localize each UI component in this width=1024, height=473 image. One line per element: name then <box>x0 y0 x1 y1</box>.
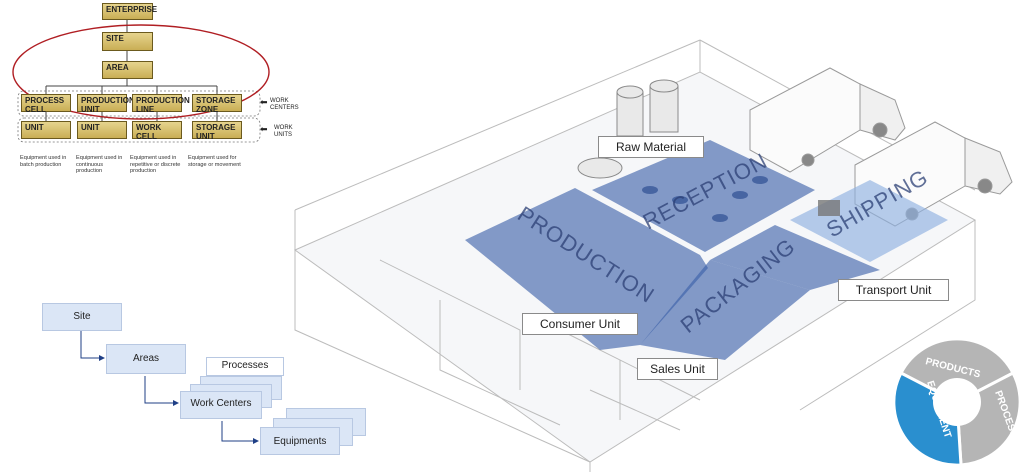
site-box: SITE <box>102 32 153 51</box>
description-storage: Equipment used for storage or movement <box>188 155 241 168</box>
flow-equipments-label: Equipments <box>273 436 327 447</box>
description-discrete: Equipment used in repetitive or discrete… <box>130 155 181 175</box>
zone-reception <box>592 140 815 252</box>
flow-site-label: Site <box>73 311 91 322</box>
hierarchy-connectors <box>12 20 270 143</box>
tanks <box>577 79 679 179</box>
callout-sales-unit: Sales Unit <box>637 358 718 380</box>
flow-work-centers-label: Work Centers <box>190 398 252 409</box>
flow-equipments-box <box>260 427 340 455</box>
production-unit-box: PRODUCTION UNIT <box>77 94 135 114</box>
flow-processes-label: Processes <box>221 360 269 371</box>
pillar-wheel: PRODUCTS PROCESSES EQUIPMENT <box>892 337 1024 467</box>
description-batch: Equipment used in batch production <box>20 155 67 168</box>
enterprise-box: ENTERPRISE <box>102 3 157 20</box>
area-box: AREA <box>102 61 153 79</box>
flow-site-box <box>42 303 122 331</box>
unit-box-1: UNIT <box>21 121 71 139</box>
flow-connectors <box>80 331 259 444</box>
work-units-arrow-icon: ⬅ <box>260 124 268 134</box>
zone-packaging <box>640 260 810 360</box>
flow-work-centers-box <box>180 391 262 419</box>
callout-raw-material: Raw Material <box>598 136 704 158</box>
zones <box>465 140 948 360</box>
work-cell-box: WORK CELL <box>132 121 182 141</box>
flow-areas-label: Areas <box>132 353 160 364</box>
storage-zone-box: STORAGE ZONE <box>192 94 242 114</box>
work-centers-arrow-icon: ⬅ <box>260 97 268 107</box>
zone-packaging-2 <box>710 225 880 290</box>
work-centers-label: WORK CENTERS <box>270 98 299 111</box>
work-units-label: WORK UNITS <box>274 125 293 138</box>
flow-processes-box <box>206 357 284 376</box>
callout-consumer-unit: Consumer Unit <box>522 313 638 335</box>
production-line-box: PRODUCTION LINE <box>132 94 190 114</box>
truck-1 <box>749 67 906 173</box>
description-continuous: Equipment used in continuous production <box>76 155 123 175</box>
callout-transport-unit: Transport Unit <box>838 279 949 301</box>
unit-box-2: UNIT <box>77 121 127 139</box>
highlight-ellipse <box>12 24 270 120</box>
process-cell-box: PROCESS CELL <box>21 94 71 114</box>
flow-areas-box <box>106 344 186 374</box>
zone-production <box>465 188 708 350</box>
storage-unit-box: STORAGE UNIT <box>192 121 242 141</box>
